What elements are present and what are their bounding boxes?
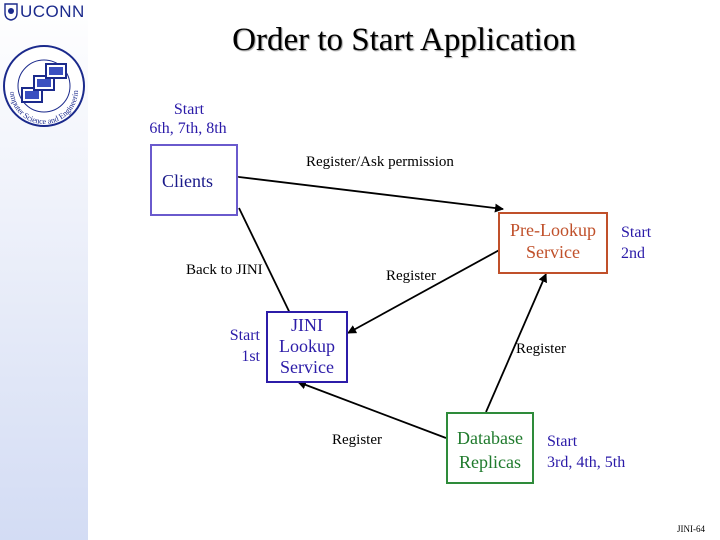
jini-label-3: Service [280, 357, 334, 377]
label-register-db-pre: Register [516, 341, 566, 357]
arrow-register-db-pre [485, 273, 547, 413]
arrow-register-pre-jini [347, 247, 504, 334]
database-start-label: Start 3rd, 4th, 5th [547, 433, 626, 471]
slide-title: Order to Start Application [232, 22, 576, 58]
database-node: Database Replicas [446, 412, 534, 484]
database-label-2: Replicas [459, 452, 521, 472]
clients-label: Clients [162, 171, 214, 191]
label-register-ask: Register/Ask permission [306, 154, 454, 170]
arrow-register-db-jini [297, 380, 447, 439]
sidebar: UCONN Computer Science and Engineering [0, 0, 88, 540]
jini-start-label: Start 1st [229, 327, 260, 365]
pre-lookup-start-label: Start 2nd [621, 224, 652, 262]
jini-label-2: Lookup [279, 336, 335, 356]
label-register-jini: Register [386, 268, 436, 284]
jini-label-1: JINI [291, 315, 323, 335]
cse-emblem-icon: Computer Science and Engineering [0, 30, 85, 127]
pre-lookup-label-1: Pre-Lookup [510, 220, 596, 240]
pre-lookup-node: Pre-Lookup Service [498, 212, 608, 274]
husky-seal-icon [4, 3, 18, 21]
label-back-to-jini: Back to JINI [186, 262, 263, 278]
jini-lookup-node: JINI Lookup Service [266, 311, 348, 383]
clients-start-label: Start 6th, 7th, 8th [149, 101, 227, 137]
arrow-register-ask [230, 171, 504, 213]
clients-node: Clients [150, 144, 238, 216]
label-register-db-jini: Register [332, 432, 382, 448]
slide-footer: JINI-64 [677, 524, 705, 534]
logo-text: UCONN [20, 2, 85, 21]
pre-lookup-label-2: Service [526, 242, 580, 262]
database-label-1: Database [457, 428, 523, 448]
